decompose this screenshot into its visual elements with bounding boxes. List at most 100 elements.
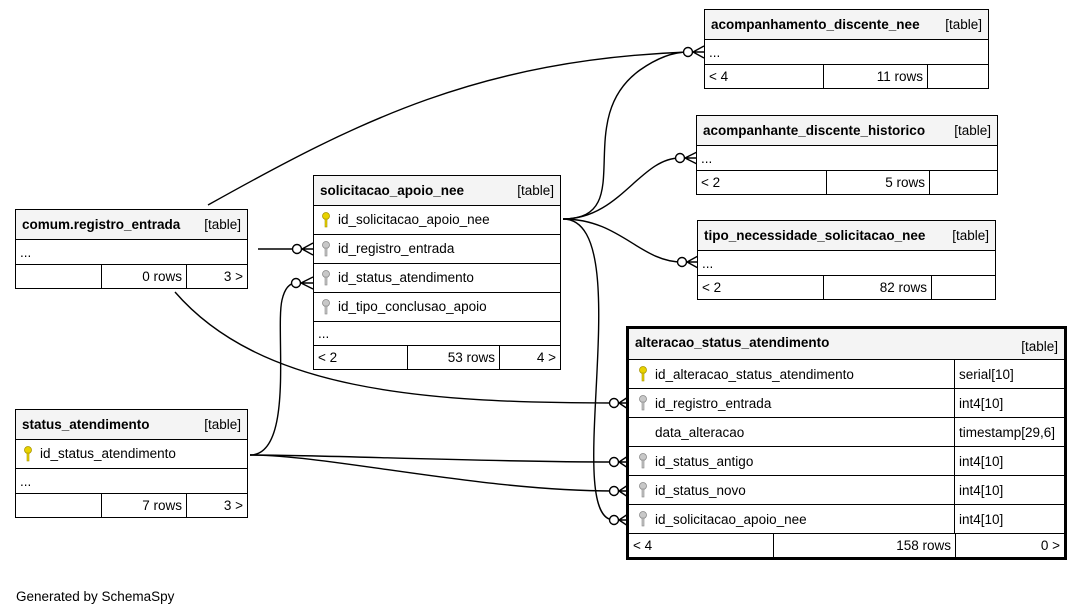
child-count bbox=[929, 171, 997, 194]
column-row[interactable]: id_status_novo int4[10] bbox=[629, 475, 1064, 504]
primary-key-icon bbox=[639, 366, 647, 382]
column-cell: data_alteracao bbox=[629, 425, 954, 440]
column-row[interactable]: id_registro_entrada int4[10] bbox=[629, 388, 1064, 417]
column-row[interactable]: id_status_antigo int4[10] bbox=[629, 446, 1064, 475]
table-name: status_atendimento bbox=[22, 417, 150, 432]
table-solicitacao-apoio-nee[interactable]: solicitacao_apoio_nee [table] id_solicit… bbox=[313, 175, 561, 370]
row-count: 7 rows bbox=[101, 494, 186, 517]
table-acompanhante-discente-historico[interactable]: acompanhante_discente_historico [table] … bbox=[696, 115, 998, 195]
table-tipo-necessidade-solicitacao-nee[interactable]: tipo_necessidade_solicitacao_nee [table]… bbox=[697, 220, 996, 300]
table-footer: 7 rows 3 > bbox=[16, 493, 247, 517]
ellipsis-text: ... bbox=[701, 150, 713, 166]
column-name: id_solicitacao_apoio_nee bbox=[338, 211, 490, 227]
foreign-key-icon bbox=[322, 299, 330, 315]
ellipsis-row: ... bbox=[705, 39, 988, 64]
column-row[interactable]: id_status_atendimento bbox=[314, 263, 560, 292]
table-footer: < 4 158 rows 0 > bbox=[629, 533, 1064, 557]
parent-count: < 4 bbox=[633, 538, 653, 553]
column-name: id_registro_entrada bbox=[338, 240, 455, 256]
table-tag: [table] bbox=[952, 228, 989, 243]
table-alteracao-status-atendimento[interactable]: alteracao_status_atendimento [table] id_… bbox=[626, 326, 1067, 560]
column-name: id_status_atendimento bbox=[338, 269, 474, 285]
column-name: id_solicitacao_apoio_nee bbox=[655, 511, 807, 527]
edge-solicitacao-historico bbox=[562, 157, 681, 220]
table-footer: < 2 82 rows bbox=[698, 275, 995, 299]
foreign-key-icon bbox=[322, 241, 330, 257]
ellipsis-row: ... bbox=[698, 250, 995, 275]
edge-solicitacao-alteracao bbox=[562, 218, 615, 521]
child-count: 3 > bbox=[186, 494, 247, 517]
table-name: tipo_necessidade_solicitacao_nee bbox=[704, 228, 926, 243]
column-row[interactable]: id_solicitacao_apoio_nee int4[10] bbox=[629, 504, 1064, 533]
column-row[interactable]: id_status_atendimento bbox=[16, 439, 247, 468]
child-count: 4 > bbox=[499, 346, 560, 369]
table-name: acompanhante_discente_historico bbox=[703, 123, 926, 138]
column-row[interactable]: data_alteracao timestamp[29,6] bbox=[629, 417, 1064, 446]
column-name: id_status_atendimento bbox=[40, 445, 176, 461]
table-footer: < 2 5 rows bbox=[697, 170, 997, 194]
table-acompanhamento-discente-nee[interactable]: acompanhamento_discente_nee [table] ... … bbox=[704, 9, 989, 89]
parent-count bbox=[16, 265, 101, 288]
parent-count bbox=[16, 494, 101, 517]
column-name: id_registro_entrada bbox=[655, 395, 772, 411]
column-row[interactable]: id_alteracao_status_atendimento serial[1… bbox=[629, 359, 1064, 388]
column-cell: id_status_antigo bbox=[629, 453, 954, 469]
column-name: id_status_novo bbox=[655, 482, 746, 498]
table-tag: [table] bbox=[204, 217, 241, 232]
column-row[interactable]: id_tipo_conclusao_apoio bbox=[314, 292, 560, 321]
ellipsis-row: ... bbox=[314, 321, 560, 345]
ellipsis-row: ... bbox=[16, 468, 247, 493]
table-header: status_atendimento [table] bbox=[16, 410, 247, 439]
column-name: data_alteracao bbox=[655, 424, 745, 440]
ellipsis-text: ... bbox=[20, 244, 32, 260]
table-name: comum.registro_entrada bbox=[22, 217, 181, 232]
table-header: comum.registro_entrada [table] bbox=[16, 210, 247, 239]
column-row[interactable]: id_solicitacao_apoio_nee bbox=[314, 205, 560, 234]
column-cell: id_registro_entrada bbox=[314, 241, 460, 257]
table-status-atendimento[interactable]: status_atendimento [table] id_status_ate… bbox=[15, 409, 248, 518]
foreign-key-icon bbox=[639, 482, 647, 498]
ellipsis-text: ... bbox=[702, 255, 714, 271]
row-count: 0 rows bbox=[101, 265, 186, 288]
child-count bbox=[927, 65, 988, 88]
table-tag: [table] bbox=[204, 417, 241, 432]
column-cell: id_solicitacao_apoio_nee bbox=[629, 511, 954, 527]
child-count: 0 > bbox=[955, 534, 1064, 557]
column-cell: id_status_atendimento bbox=[16, 446, 182, 462]
column-cell: id_alteracao_status_atendimento bbox=[629, 366, 954, 382]
column-type: int4[10] bbox=[954, 476, 1064, 504]
table-footer: 0 rows 3 > bbox=[16, 264, 247, 288]
edge-status-alteracao-antigo bbox=[249, 454, 615, 463]
table-tag: [table] bbox=[945, 17, 982, 32]
table-header: alteracao_status_atendimento [table] bbox=[629, 329, 1064, 359]
column-cell: id_status_atendimento bbox=[314, 270, 480, 286]
column-type: timestamp[29,6] bbox=[954, 418, 1064, 446]
edge-status-alteracao-novo bbox=[249, 454, 615, 492]
table-header: acompanhante_discente_historico [table] bbox=[697, 116, 997, 145]
table-tag: [table] bbox=[954, 123, 991, 138]
ellipsis-row: ... bbox=[697, 145, 997, 170]
row-count: 158 rows bbox=[773, 534, 955, 557]
column-cell: id_status_novo bbox=[629, 482, 954, 498]
foreign-key-icon bbox=[322, 270, 330, 286]
edge-solicitacao-acompanhamento bbox=[562, 51, 689, 220]
table-header: tipo_necessidade_solicitacao_nee [table] bbox=[698, 221, 995, 250]
column-cell: id_solicitacao_apoio_nee bbox=[314, 212, 496, 228]
column-type: int4[10] bbox=[954, 447, 1064, 475]
ellipsis-text: ... bbox=[20, 473, 32, 489]
table-footer: < 4 11 rows bbox=[705, 64, 988, 88]
ellipsis-text: ... bbox=[709, 44, 721, 60]
table-header: acompanhamento_discente_nee [table] bbox=[705, 10, 988, 39]
table-comum-registro-entrada[interactable]: comum.registro_entrada [table] ... 0 row… bbox=[15, 209, 248, 289]
column-cell: id_registro_entrada bbox=[629, 395, 954, 411]
table-footer: < 2 53 rows 4 > bbox=[314, 345, 560, 369]
column-name: id_status_antigo bbox=[655, 453, 754, 469]
column-row[interactable]: id_registro_entrada bbox=[314, 234, 560, 263]
parent-count: < 2 bbox=[701, 175, 721, 190]
column-name: id_tipo_conclusao_apoio bbox=[338, 298, 487, 314]
edge-status-solicitacao bbox=[249, 282, 297, 456]
foreign-key-icon bbox=[639, 511, 647, 527]
child-count: 3 > bbox=[186, 265, 247, 288]
primary-key-icon bbox=[322, 212, 330, 228]
